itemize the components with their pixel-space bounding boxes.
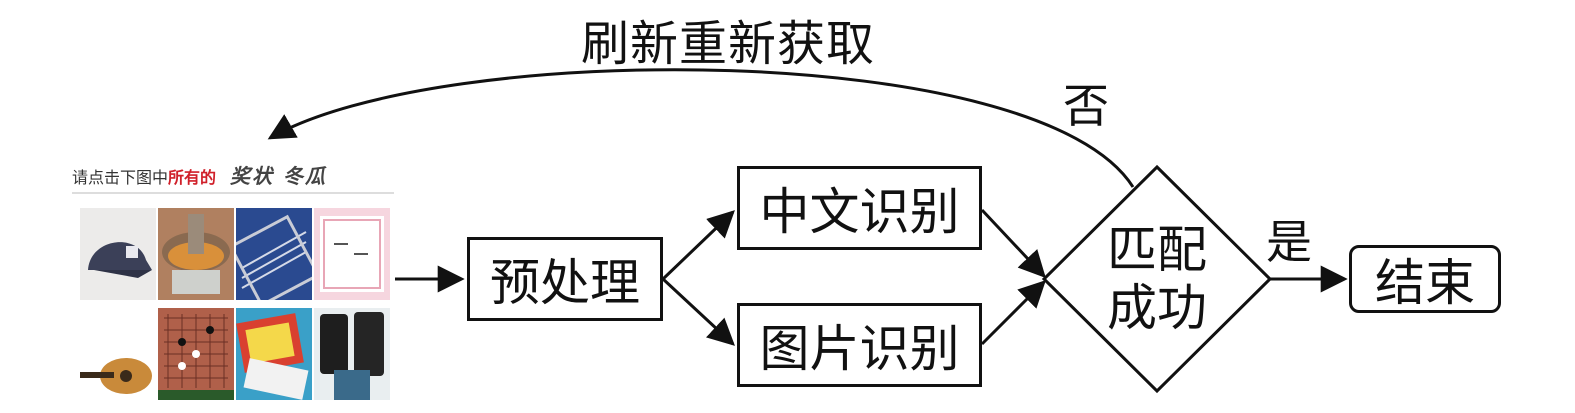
captcha-divider xyxy=(72,192,394,194)
match-line2: 成功 xyxy=(1107,279,1207,337)
tile-baseball-cap[interactable] xyxy=(80,208,156,300)
prompt-target-chars: 奖状 冬瓜 xyxy=(230,164,327,188)
match-line1: 匹配 xyxy=(1107,221,1207,279)
captcha-prompt: 请点击下图中所有的奖状 冬瓜 xyxy=(72,160,327,189)
match-success-label: 匹配 成功 xyxy=(1092,216,1222,342)
end-node: 结束 xyxy=(1349,245,1501,313)
tile-speakers[interactable] xyxy=(314,308,390,400)
prompt-text: 请点击下图中 xyxy=(72,168,169,187)
arrow-preprocess-to-image xyxy=(661,277,735,346)
tile-go-board[interactable] xyxy=(158,308,234,400)
arrow-loop-back xyxy=(267,68,1135,188)
tile-abacus[interactable] xyxy=(236,208,312,300)
yes-label: 是 xyxy=(1266,215,1312,269)
image-recognition-node: 图片识别 xyxy=(737,303,982,387)
match-diamond xyxy=(1041,164,1273,394)
tile-hot-pot[interactable] xyxy=(158,208,234,300)
tile-certificate[interactable] xyxy=(314,208,390,300)
captcha-widget: 请点击下图中所有的奖状 冬瓜 xyxy=(72,150,394,410)
no-label: 否 xyxy=(1063,79,1109,133)
arrow-chinese-to-match xyxy=(980,208,1046,278)
prompt-highlight: 所有的 xyxy=(168,168,217,187)
arrow-preprocess-to-chinese xyxy=(661,210,735,281)
tile-guitar[interactable] xyxy=(80,314,156,406)
tile-certificate-card[interactable] xyxy=(236,308,312,400)
preprocess-node: 预处理 xyxy=(467,237,663,321)
refresh-label: 刷新重新获取 xyxy=(581,16,876,72)
chinese-recognition-node: 中文识别 xyxy=(737,166,982,250)
arrow-image-to-match xyxy=(980,280,1046,346)
